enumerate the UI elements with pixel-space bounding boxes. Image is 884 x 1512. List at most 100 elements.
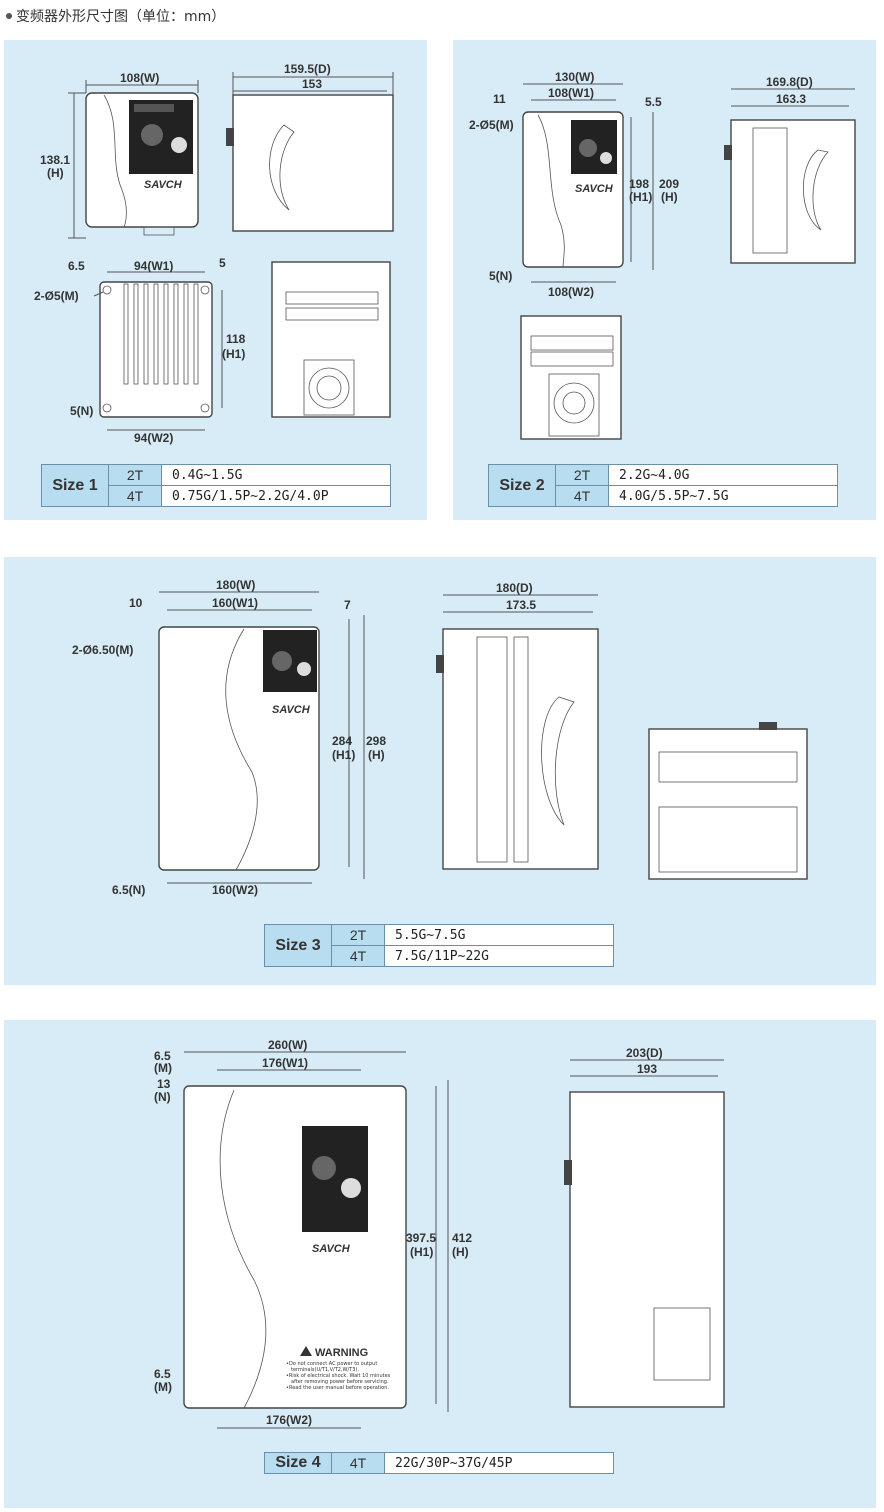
size1-w: 108(W)	[120, 71, 159, 85]
size2-brand: SAVCH	[575, 183, 614, 195]
size2-h1-val: 198	[629, 177, 649, 191]
size4-table: Size 4 4T 22G/30P~37G/45P	[264, 1452, 614, 1474]
size3-models-0: 5.5G~7.5G	[384, 924, 614, 946]
size3-panel: SAVCH 180(W) 160(W1) 10 7 2-Ø6.50(M) 284…	[4, 557, 876, 985]
size4-h-lbl: (H)	[452, 1245, 469, 1259]
size1-d2: 153	[302, 77, 322, 91]
size1-side-logo	[269, 124, 295, 211]
size2-volt-0: 2T	[555, 464, 609, 486]
size4-h-val: 412	[452, 1231, 472, 1245]
size1-h1-lbl: (H1)	[222, 347, 245, 361]
size3-w1: 160(W1)	[212, 596, 258, 610]
size4-n-lbl: (N)	[154, 1090, 171, 1104]
size4-w2: 176(W2)	[266, 1413, 312, 1427]
size3-bottom-body	[648, 728, 808, 880]
size1-hole: 2-Ø5(M)	[34, 289, 79, 303]
size3-h-val: 298	[366, 734, 386, 748]
size1-grille	[285, 291, 379, 321]
size1-n: 5(N)	[70, 404, 93, 418]
size1-w2: 94(W2)	[134, 431, 173, 445]
size2-a2: 5.5	[645, 95, 662, 109]
size1-side-body	[232, 94, 394, 232]
size2-side-body	[730, 119, 856, 264]
size3-volt-1: 4T	[331, 945, 385, 967]
size1-h-lbl: (H)	[47, 166, 64, 180]
size3-side-body	[442, 628, 599, 870]
size4-d2: 193	[637, 1062, 657, 1076]
size2-table: Size 2 2T 2.2G~4.0G 4T 4.0G/5.5P~7.5G	[488, 464, 838, 507]
size4-panel: SAVCH WARNING •Do not connect AC power t…	[4, 1020, 876, 1508]
bullet-icon	[6, 13, 12, 19]
size4-m-bot-val: 6.5	[154, 1367, 171, 1381]
size4-d: 203(D)	[626, 1046, 663, 1060]
size2-hole: 2-Ø5(M)	[469, 118, 514, 132]
size2-w: 130(W)	[555, 70, 594, 84]
size3-table: Size 3 2T 5.5G~7.5G 4T 7.5G/11P~22G	[264, 924, 614, 967]
warning-title: WARNING	[315, 1347, 368, 1359]
size4-n-val: 13	[157, 1077, 171, 1091]
size2-h1-lbl: (H1)	[629, 190, 652, 204]
size3-a1: 10	[129, 596, 143, 610]
size4-w: 260(W)	[268, 1038, 307, 1052]
size3-volt-0: 2T	[331, 924, 385, 946]
size2-h-val: 209	[659, 177, 679, 191]
size1-drawing: SAVCH 108(W) 138.1 (H) 159.5(D) 153 6.5 …	[34, 62, 394, 445]
size1-models-0: 0.4G~1.5G	[161, 464, 391, 486]
size1-h-val: 138.1	[40, 153, 70, 167]
size4-h1-val: 397.5	[406, 1231, 436, 1245]
size4-models-0: 22G/30P~37G/45P	[384, 1452, 614, 1474]
size4-w1: 176(W1)	[262, 1056, 308, 1070]
size3-vents	[476, 636, 508, 863]
size3-label: Size 3	[264, 924, 332, 967]
size1-volt-1: 4T	[108, 485, 162, 507]
size4-brand: SAVCH	[312, 1243, 351, 1255]
size1-a1: 6.5	[68, 259, 85, 273]
size4-m-top-lbl: (M)	[154, 1061, 172, 1075]
size2-panel: SAVCH 130(W) 108(W1) 11 5.5 2-Ø5(M) 198 …	[453, 40, 876, 520]
size2-n: 5(N)	[489, 269, 512, 283]
size1-front-curve	[103, 94, 127, 228]
size2-volt-1: 4T	[555, 485, 609, 507]
size4-front-body	[183, 1085, 407, 1409]
warning-line-3: after removing power before servicing.	[291, 1379, 389, 1385]
size3-drawing: SAVCH 180(W) 160(W1) 10 7 2-Ø6.50(M) 284…	[72, 578, 808, 897]
size1-panel: SAVCH 108(W) 138.1 (H) 159.5(D) 153 6.5 …	[4, 40, 427, 520]
size3-n: 6.5(N)	[112, 883, 145, 897]
size1-volt-0: 2T	[108, 464, 162, 486]
size2-h-lbl: (H)	[661, 190, 678, 204]
size1-a2: 5	[219, 256, 226, 270]
size2-w1: 108(W1)	[548, 86, 594, 100]
page-heading: 变频器外形尺寸图（单位：mm）	[6, 6, 225, 26]
size4-drawing: SAVCH WARNING •Do not connect AC power t…	[154, 1038, 725, 1429]
size2-side-vents	[752, 127, 788, 254]
size2-d2: 163.3	[776, 92, 806, 106]
size3-d: 180(D)	[496, 581, 533, 595]
size1-h1-val: 118	[226, 332, 246, 346]
size2-models-1: 4.0G/5.5P~7.5G	[608, 485, 838, 507]
size3-h-lbl: (H)	[368, 748, 385, 762]
size2-bottom-body	[520, 315, 622, 440]
warning-line-4: •Read the user manual before operation.	[286, 1385, 389, 1391]
size1-brand: SAVCH	[144, 179, 183, 191]
size2-w2: 108(W2)	[548, 285, 594, 299]
size1-d: 159.5(D)	[284, 62, 331, 76]
size4-keypad	[302, 1126, 368, 1232]
size2-d: 169.8(D)	[766, 75, 813, 89]
size4-warning: WARNING •Do not connect AC power to outp…	[286, 1346, 391, 1391]
size3-models-1: 7.5G/11P~22G	[384, 945, 614, 967]
size1-bottom-body	[271, 261, 391, 418]
size1-fins	[123, 283, 199, 385]
size1-fan	[308, 367, 350, 409]
size2-fan	[553, 382, 595, 424]
size4-label: Size 4	[264, 1452, 332, 1474]
size1-back-body	[99, 281, 213, 418]
size4-m-top-val: 6.5	[154, 1049, 171, 1063]
size4-side-vents	[653, 1307, 711, 1381]
size2-label: Size 2	[488, 464, 556, 507]
size4-volt-0: 4T	[331, 1452, 385, 1474]
size1-label: Size 1	[41, 464, 109, 507]
size3-hole: 2-Ø6.50(M)	[72, 643, 133, 657]
size3-d2: 173.5	[506, 598, 536, 612]
warning-line-0: •Do not connect AC power to output	[286, 1361, 377, 1367]
size3-a2: 7	[344, 598, 351, 612]
